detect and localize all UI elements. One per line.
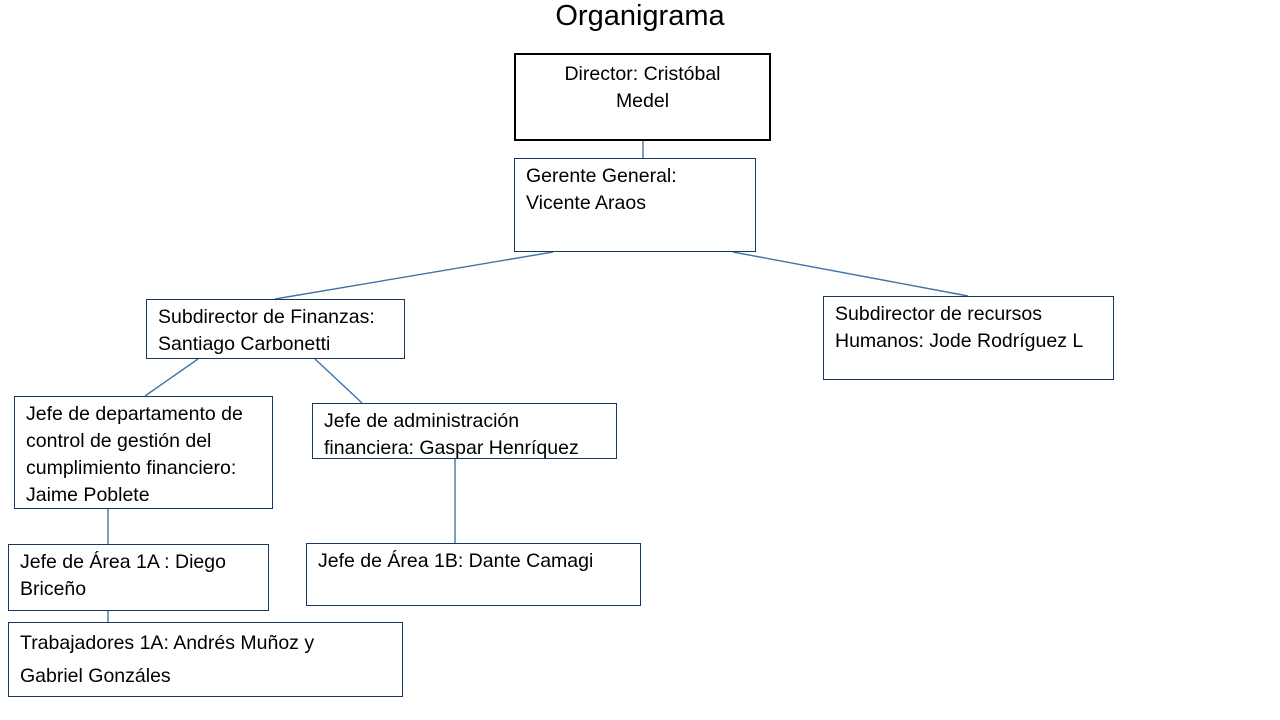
node-jefe-control-gestion[interactable]: Jefe de departamento de control de gesti… <box>14 396 273 509</box>
node-trabajadores-1a-line-1: Trabajadores 1A: Andrés Muñoz y <box>20 632 315 654</box>
connector-finanzas-to-control <box>144 358 199 397</box>
node-director-line-2: Medel <box>615 90 670 112</box>
node-jefe-control-gestion-line-2: control de gestión del <box>26 430 212 452</box>
node-jefe-area-1a-line-1: Jefe de Área 1A : Diego <box>20 551 226 573</box>
node-trabajadores-1a[interactable]: Trabajadores 1A: Andrés Muñoz y Gabriel … <box>8 622 403 697</box>
node-jefe-area-1a-line-2: Briceño <box>20 578 87 600</box>
node-subdirector-finanzas[interactable]: Subdirector de Finanzas: Santiago Carbon… <box>146 299 405 359</box>
node-subdirector-recursos-humanos-line-1: Subdirector de recursos <box>835 303 1043 325</box>
node-jefe-administracion-financiera-line-1: Jefe de administración <box>324 410 520 432</box>
node-jefe-control-gestion-line-3: cumplimiento financiero: <box>26 457 237 479</box>
node-jefe-administracion-financiera[interactable]: Jefe de administración financiera: Gaspa… <box>312 403 617 459</box>
node-gerente-general[interactable]: Gerente General: Vicente Araos <box>514 158 756 252</box>
node-jefe-control-gestion-line-4: Jaime Poblete <box>26 484 150 506</box>
node-jefe-area-1a[interactable]: Jefe de Área 1A : Diego Briceño <box>8 544 269 611</box>
connector-finanzas-to-admin <box>314 358 363 404</box>
node-director[interactable]: Director: Cristóbal Medel <box>514 53 771 141</box>
connector-gerente-to-finanzas <box>274 251 554 300</box>
page-title: Organigrama <box>555 0 725 32</box>
connector-gerente-to-rrhh <box>732 251 969 297</box>
node-trabajadores-1a-line-2: Gabriel Gonzáles <box>20 665 171 687</box>
node-subdirector-finanzas-line-1: Subdirector de Finanzas: <box>158 306 375 328</box>
node-subdirector-recursos-humanos[interactable]: Subdirector de recursos Humanos: Jode Ro… <box>823 296 1114 380</box>
node-subdirector-finanzas-line-2: Santiago Carbonetti <box>158 333 331 355</box>
node-subdirector-recursos-humanos-line-2: Humanos: Jode Rodríguez L <box>835 330 1084 352</box>
node-gerente-general-line-2: Vicente Araos <box>526 192 646 214</box>
node-director-line-1: Director: Cristóbal <box>564 63 721 85</box>
node-gerente-general-line-1: Gerente General: <box>526 165 677 187</box>
node-jefe-area-1b-line-1: Jefe de Área 1B: Dante Camagi <box>318 550 594 572</box>
node-jefe-administracion-financiera-line-2: financiera: Gaspar Henríquez <box>324 437 579 459</box>
node-jefe-control-gestion-line-1: Jefe de departamento de <box>26 403 243 425</box>
node-jefe-area-1b[interactable]: Jefe de Área 1B: Dante Camagi <box>306 543 641 606</box>
